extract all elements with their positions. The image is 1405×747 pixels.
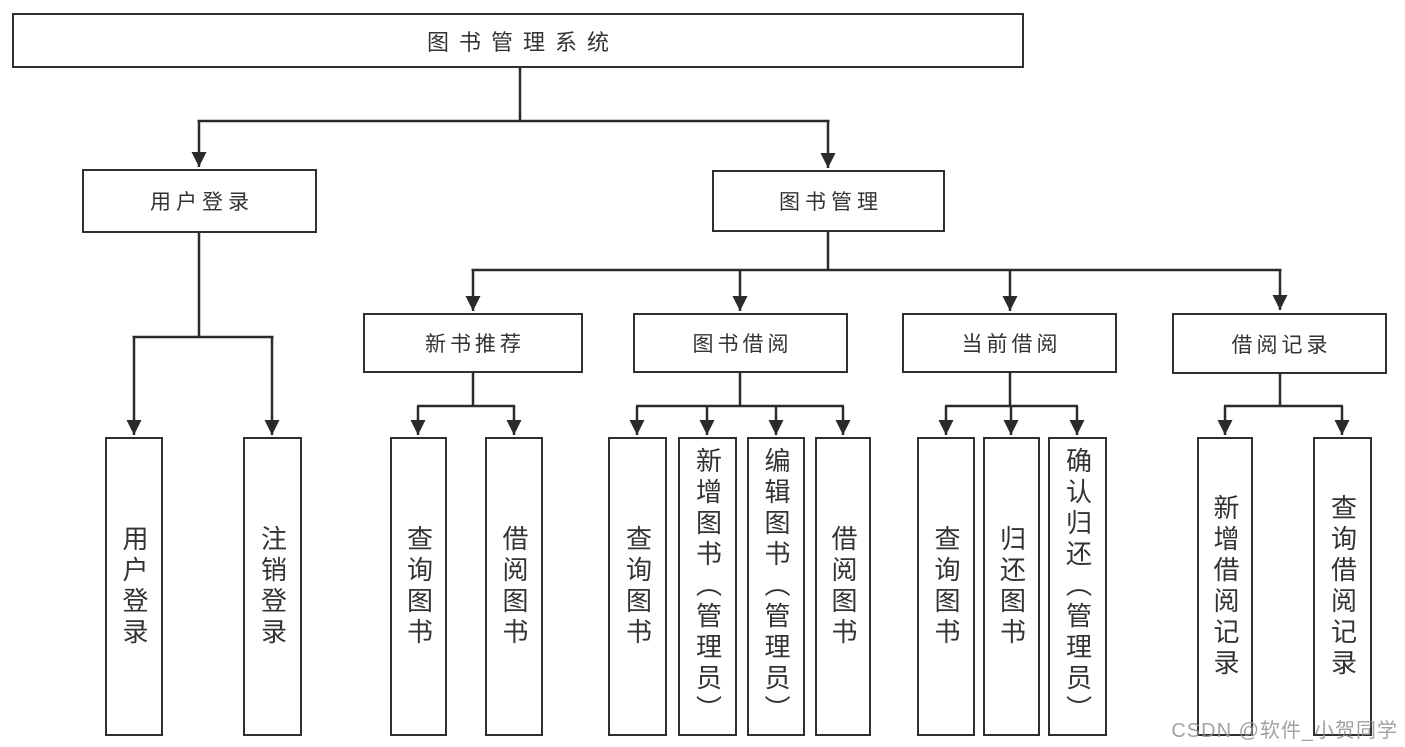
leaf-label: 确认归还（管理员） bbox=[1062, 447, 1093, 726]
node-label: 图书管理系统 bbox=[426, 29, 619, 55]
node-label: 当前借阅 bbox=[961, 333, 1062, 356]
leaf-label: 用户登录 bbox=[119, 524, 149, 649]
leaf-query-borrow-record: 查询借阅记录 bbox=[1313, 437, 1372, 736]
leaf-query-books-recommend: 查询图书 bbox=[390, 437, 447, 736]
leaf-label: 归还图书 bbox=[996, 524, 1027, 649]
node-user-login: 用户登录 bbox=[82, 169, 317, 233]
leaf-add-borrow-record: 新增借阅记录 bbox=[1197, 437, 1253, 736]
leaf-user-login: 用户登录 bbox=[105, 437, 163, 736]
csdn-watermark: CSDN @软件_小贺同学 bbox=[1171, 720, 1398, 742]
leaf-logout: 注销登录 bbox=[243, 437, 302, 736]
leaf-edit-book-admin: 编辑图书（管理员） bbox=[747, 437, 805, 736]
leaf-label: 查询图书 bbox=[622, 524, 653, 649]
leaf-label: 查询借阅记录 bbox=[1327, 493, 1358, 680]
node-label: 借阅记录 bbox=[1231, 333, 1332, 357]
node-label: 图书借阅 bbox=[692, 333, 793, 356]
leaf-borrow-books: 借阅图书 bbox=[815, 437, 871, 736]
node-label: 用户登录 bbox=[150, 191, 254, 214]
leaf-label: 借阅图书 bbox=[499, 524, 529, 649]
leaf-return-book: 归还图书 bbox=[983, 437, 1040, 736]
leaf-label: 新增图书（管理员） bbox=[692, 447, 723, 726]
node-book-borrow: 图书借阅 bbox=[633, 313, 848, 373]
node-library-management-system: 图书管理系统 bbox=[12, 13, 1024, 68]
leaf-label: 编辑图书（管理员） bbox=[761, 447, 791, 726]
node-label: 新书推荐 bbox=[425, 333, 525, 356]
node-new-book-recommend: 新书推荐 bbox=[363, 313, 583, 373]
node-borrow-records: 借阅记录 bbox=[1172, 313, 1387, 374]
leaf-query-books-borrow: 查询图书 bbox=[608, 437, 667, 736]
leaf-confirm-return-admin: 确认归还（管理员） bbox=[1048, 437, 1107, 736]
node-book-management: 图书管理 bbox=[712, 170, 945, 232]
leaf-borrow-books-recommend: 借阅图书 bbox=[485, 437, 543, 736]
node-current-borrow: 当前借阅 bbox=[902, 313, 1117, 373]
leaf-label: 查询图书 bbox=[403, 524, 434, 649]
node-label: 图书管理 bbox=[779, 191, 883, 214]
leaf-label: 注销登录 bbox=[257, 524, 288, 649]
leaf-add-book-admin: 新增图书（管理员） bbox=[678, 437, 737, 736]
leaf-label: 查询图书 bbox=[931, 524, 961, 649]
leaf-query-books-current: 查询图书 bbox=[917, 437, 975, 736]
leaf-label: 借阅图书 bbox=[828, 524, 858, 649]
leaf-label: 新增借阅记录 bbox=[1210, 493, 1240, 680]
